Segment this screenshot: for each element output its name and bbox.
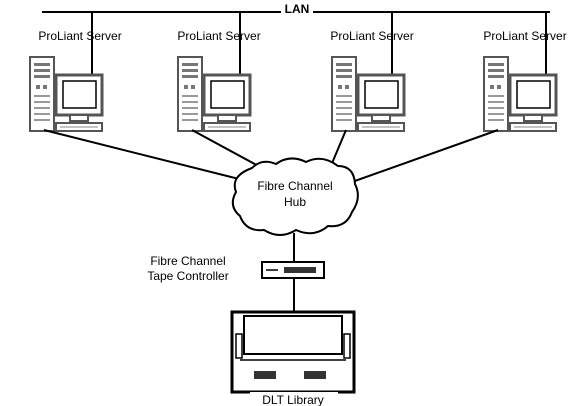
controller-label-line2: Tape Controller — [147, 269, 228, 283]
lan-label: LAN — [285, 2, 310, 16]
server-computer-icon — [330, 55, 406, 133]
hub-cloud-shape — [231, 157, 359, 236]
fibre-link-1 — [43, 129, 244, 181]
hub-label-line2: Hub — [284, 195, 306, 209]
server-label-2: ProLiant Server — [177, 29, 260, 43]
library-label: DLT Library — [262, 393, 324, 406]
server-label-1: ProLiant Server — [38, 29, 121, 43]
controller-label-line1: Fibre Channel — [150, 254, 225, 268]
server-label-4: ProLiant Server — [483, 29, 566, 43]
fibre-link-2 — [191, 129, 263, 169]
fibre-link-4 — [351, 129, 499, 183]
server-3 — [330, 55, 406, 133]
hub-label-line1: Fibre Channel — [257, 179, 332, 193]
tape-controller-device — [261, 261, 325, 279]
server-label-3: ProLiant Server — [330, 29, 413, 43]
dlt-library-device — [230, 310, 356, 394]
